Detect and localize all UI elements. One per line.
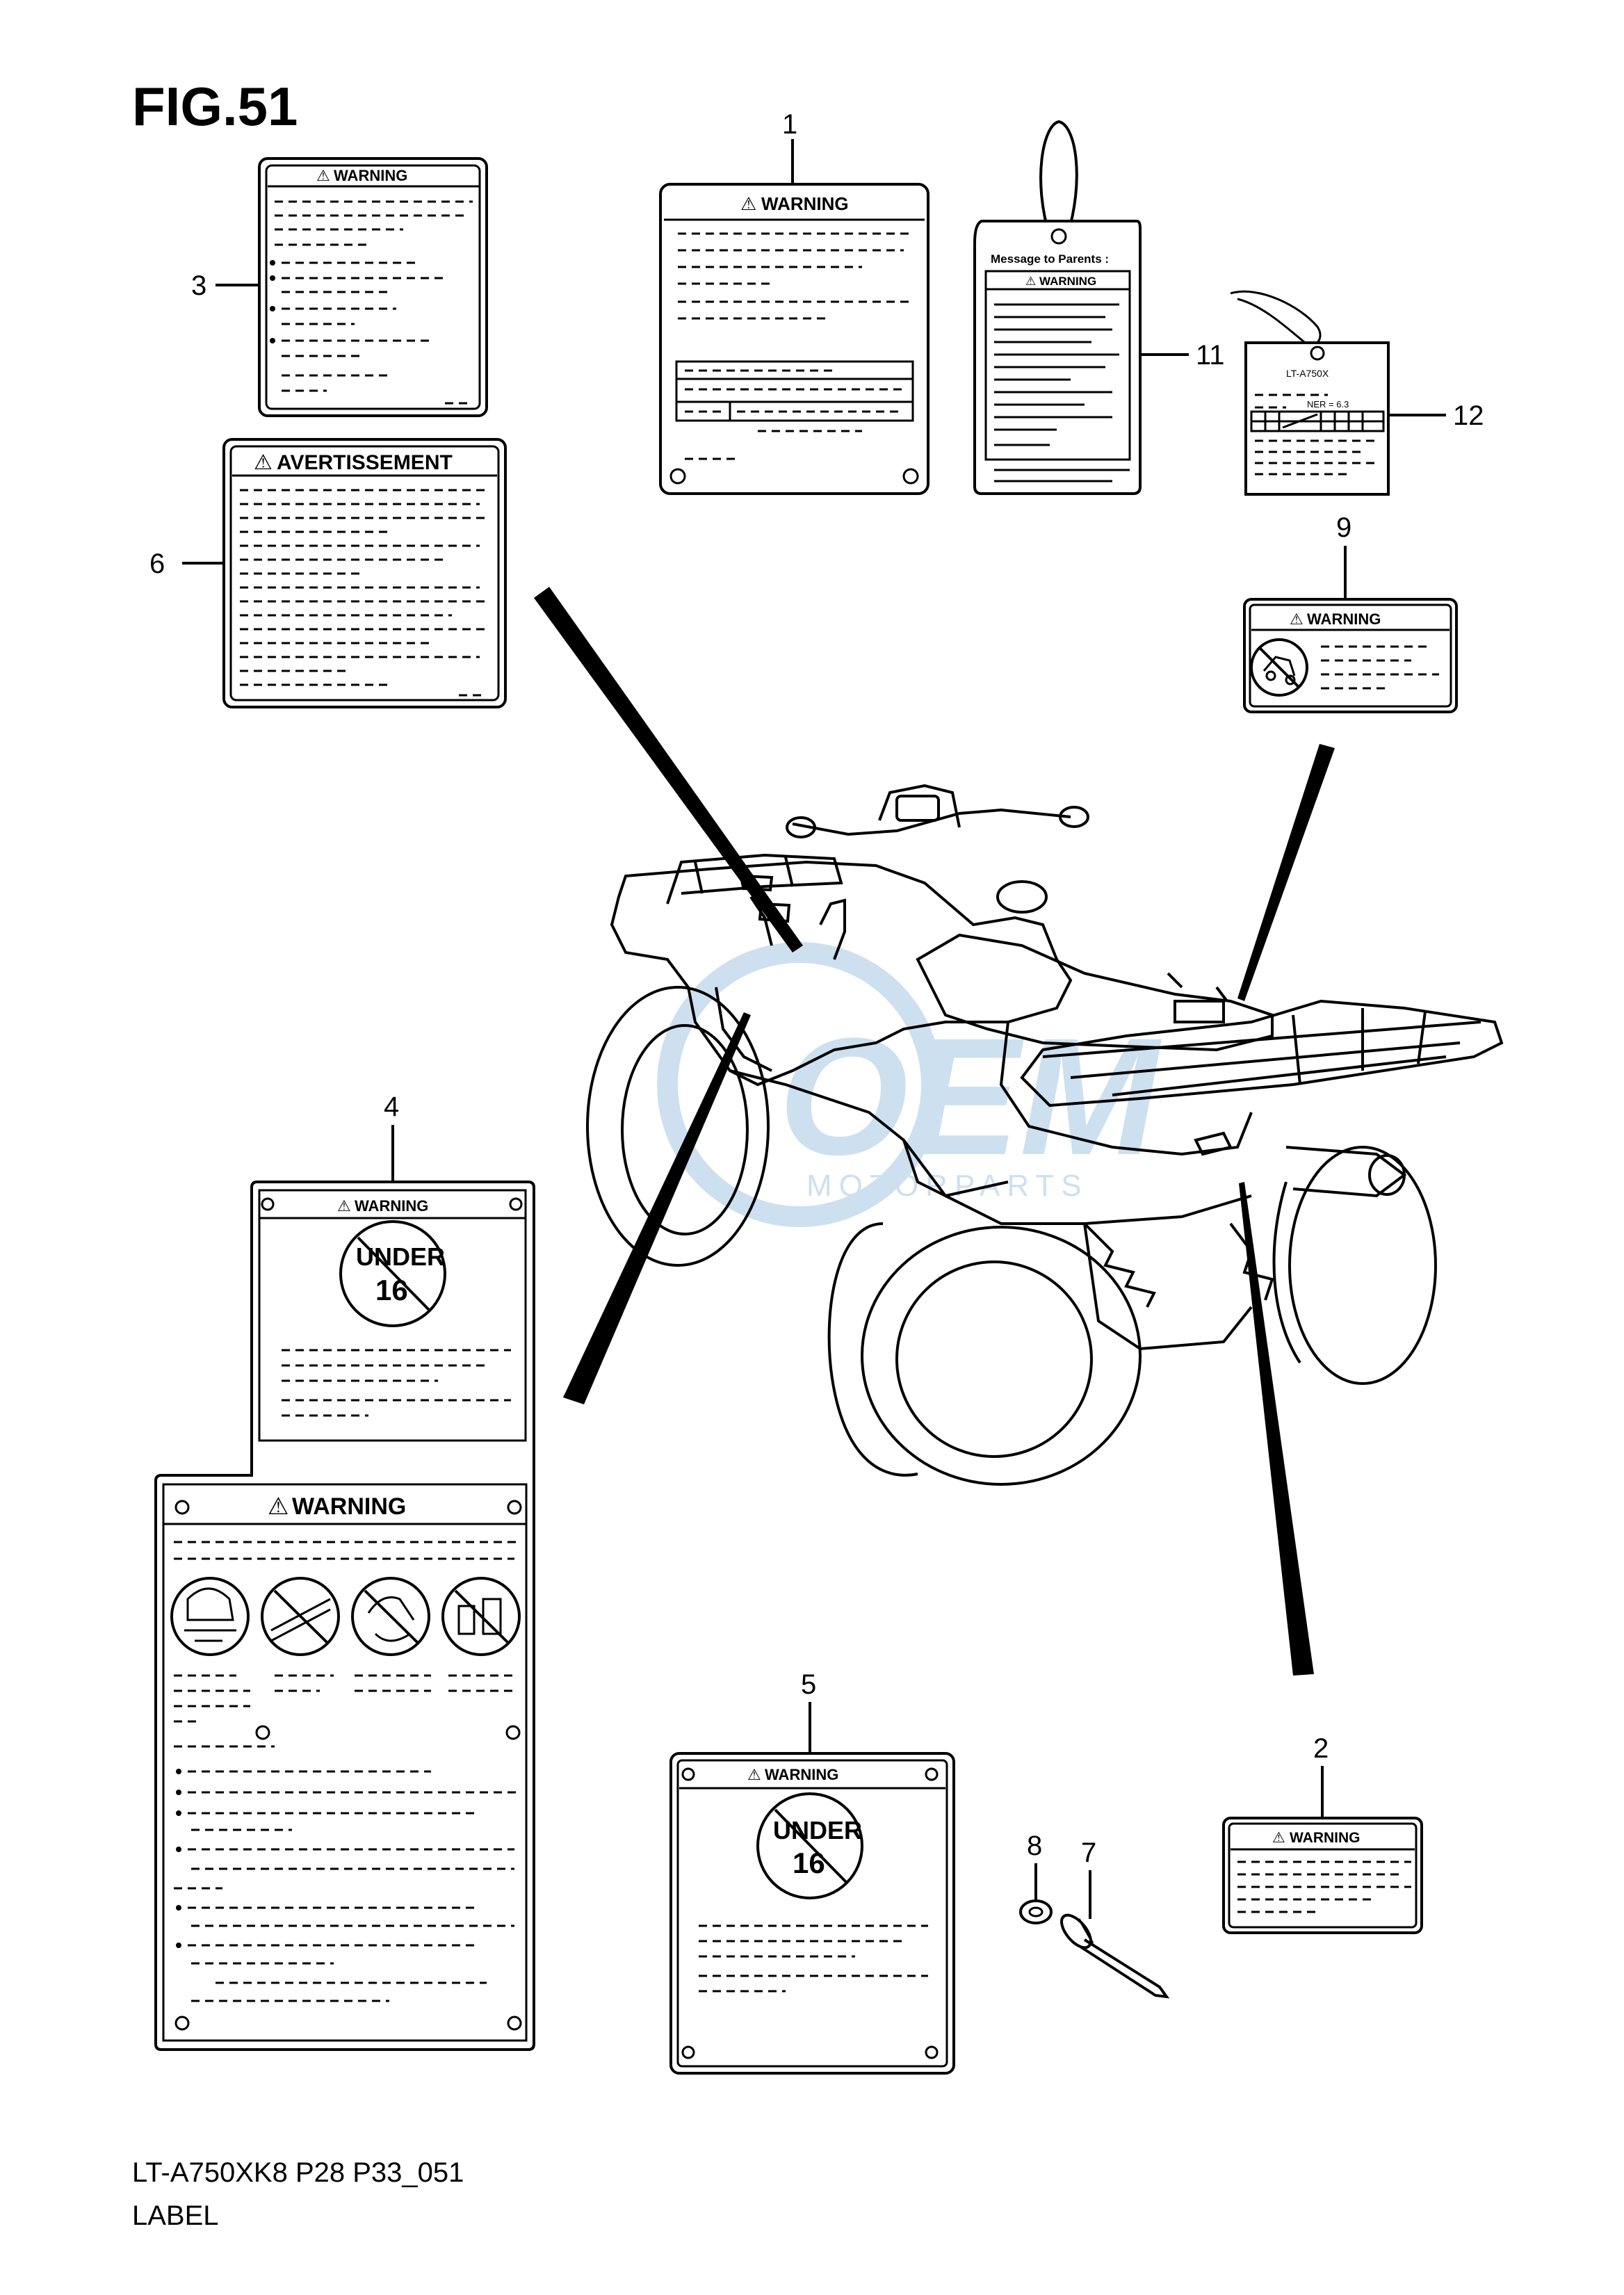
callout-7: 9	[1336, 512, 1351, 543]
warning-icon: ⚠	[316, 167, 330, 184]
label-7-heading: WARNING	[1307, 610, 1381, 628]
callout-5: 5	[801, 1669, 816, 1700]
label-3: ⚠ WARNING	[258, 157, 488, 417]
figure-title: FIG.51	[132, 76, 298, 137]
callout-4: 4	[384, 1092, 399, 1122]
warning-icon: ⚠	[1025, 275, 1036, 288]
label-11: Message to Parents : ⚠ WARNING	[973, 120, 1142, 495]
warning-icon: ⚠	[268, 1493, 289, 1520]
label-6: ⚠ AVERTISSEMENT	[222, 438, 507, 708]
label-12: LT-A750X NER = 6.3	[1230, 290, 1390, 496]
model-code: LT-A750XK8 P28 P33_051	[132, 2157, 464, 2188]
label-5-heading: WARNING	[765, 1766, 838, 1783]
watermark: OEM MOTORPARTS	[657, 942, 1162, 1227]
label-5: ⚠ WARNING UNDER 16	[669, 1752, 955, 2075]
label-12-ner: NER = 6.3	[1307, 399, 1349, 409]
no-alcohol-icon	[441, 1577, 521, 1656]
callout-1: 1	[782, 109, 797, 140]
no-stunt-icon	[351, 1577, 430, 1656]
label-1-heading: WARNING	[761, 193, 849, 214]
warning-icon: ⚠	[337, 1197, 351, 1215]
watermark-brand: OEM	[779, 1003, 1162, 1190]
warning-icon: ⚠	[740, 193, 756, 214]
label-11-heading: WARNING	[1039, 275, 1096, 288]
label-2: ⚠ WARNING	[1222, 1817, 1423, 1934]
leader-wedge-bottom	[1239, 1182, 1314, 1676]
label-4-heading: WARNING	[355, 1197, 428, 1215]
part-9-washer	[1019, 1899, 1053, 1924]
label-4-lower-heading: WARNING	[292, 1493, 406, 1520]
label-3-heading: WARNING	[334, 167, 407, 184]
leader-wedge-right	[1237, 744, 1335, 1001]
warning-icon: ⚠	[747, 1766, 761, 1783]
watermark-sub: MOTORPARTS	[806, 1169, 1089, 1203]
label-5-age: 16	[793, 1847, 825, 1879]
callout-2: 2	[1313, 1733, 1329, 1764]
label-12-model: LT-A750X	[1286, 368, 1329, 379]
callout-9: 8	[1027, 1831, 1042, 1861]
callout-12: 12	[1453, 400, 1484, 431]
label-5-under: UNDER	[773, 1816, 862, 1844]
leader-wedge-top	[534, 587, 803, 952]
under-16-icon	[339, 1220, 446, 1327]
part-8-rivet	[1060, 1913, 1170, 1999]
atv-drawing	[586, 784, 1504, 1486]
callout-3: 3	[191, 270, 206, 301]
label-4: ⚠ WARNING UNDER 16 ⚠ WARNING	[154, 1181, 535, 2051]
label-6-heading: AVERTISSEMENT	[277, 451, 453, 474]
label-7: ⚠ WARNING	[1243, 598, 1458, 713]
no-pavement-icon	[261, 1577, 340, 1656]
label-2-heading: WARNING	[1290, 1830, 1361, 1846]
under-16-icon	[756, 1792, 863, 1899]
label-4-under: UNDER	[356, 1242, 445, 1271]
warning-icon: ⚠	[1272, 1830, 1285, 1846]
caption: LABEL	[132, 2200, 219, 2231]
label-1: ⚠ WARNING	[659, 183, 929, 495]
no-riding-icon	[1250, 638, 1308, 697]
helmet-icon	[170, 1577, 250, 1656]
callout-6: 6	[149, 549, 165, 579]
warning-icon: ⚠	[1290, 610, 1304, 628]
label-11-parents: Message to Parents :	[991, 252, 1109, 266]
callout-11: 11	[1196, 340, 1225, 371]
warning-icon: ⚠	[254, 451, 273, 474]
leader-wedge-left	[563, 1012, 751, 1404]
label-4-age: 16	[375, 1274, 408, 1306]
callout-8: 7	[1081, 1838, 1096, 1868]
